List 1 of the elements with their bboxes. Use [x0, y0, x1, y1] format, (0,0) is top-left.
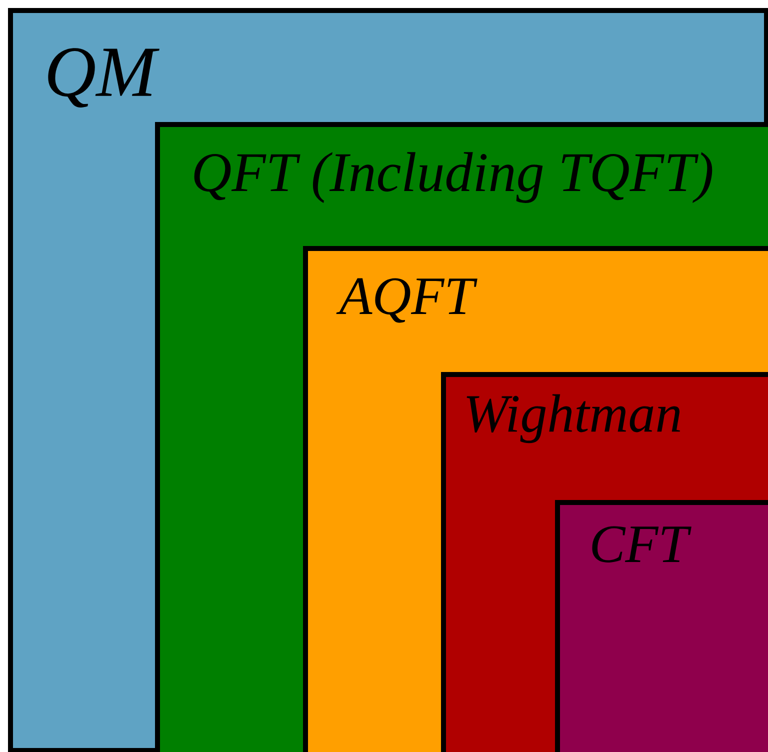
nested-box: CFT: [555, 500, 768, 752]
